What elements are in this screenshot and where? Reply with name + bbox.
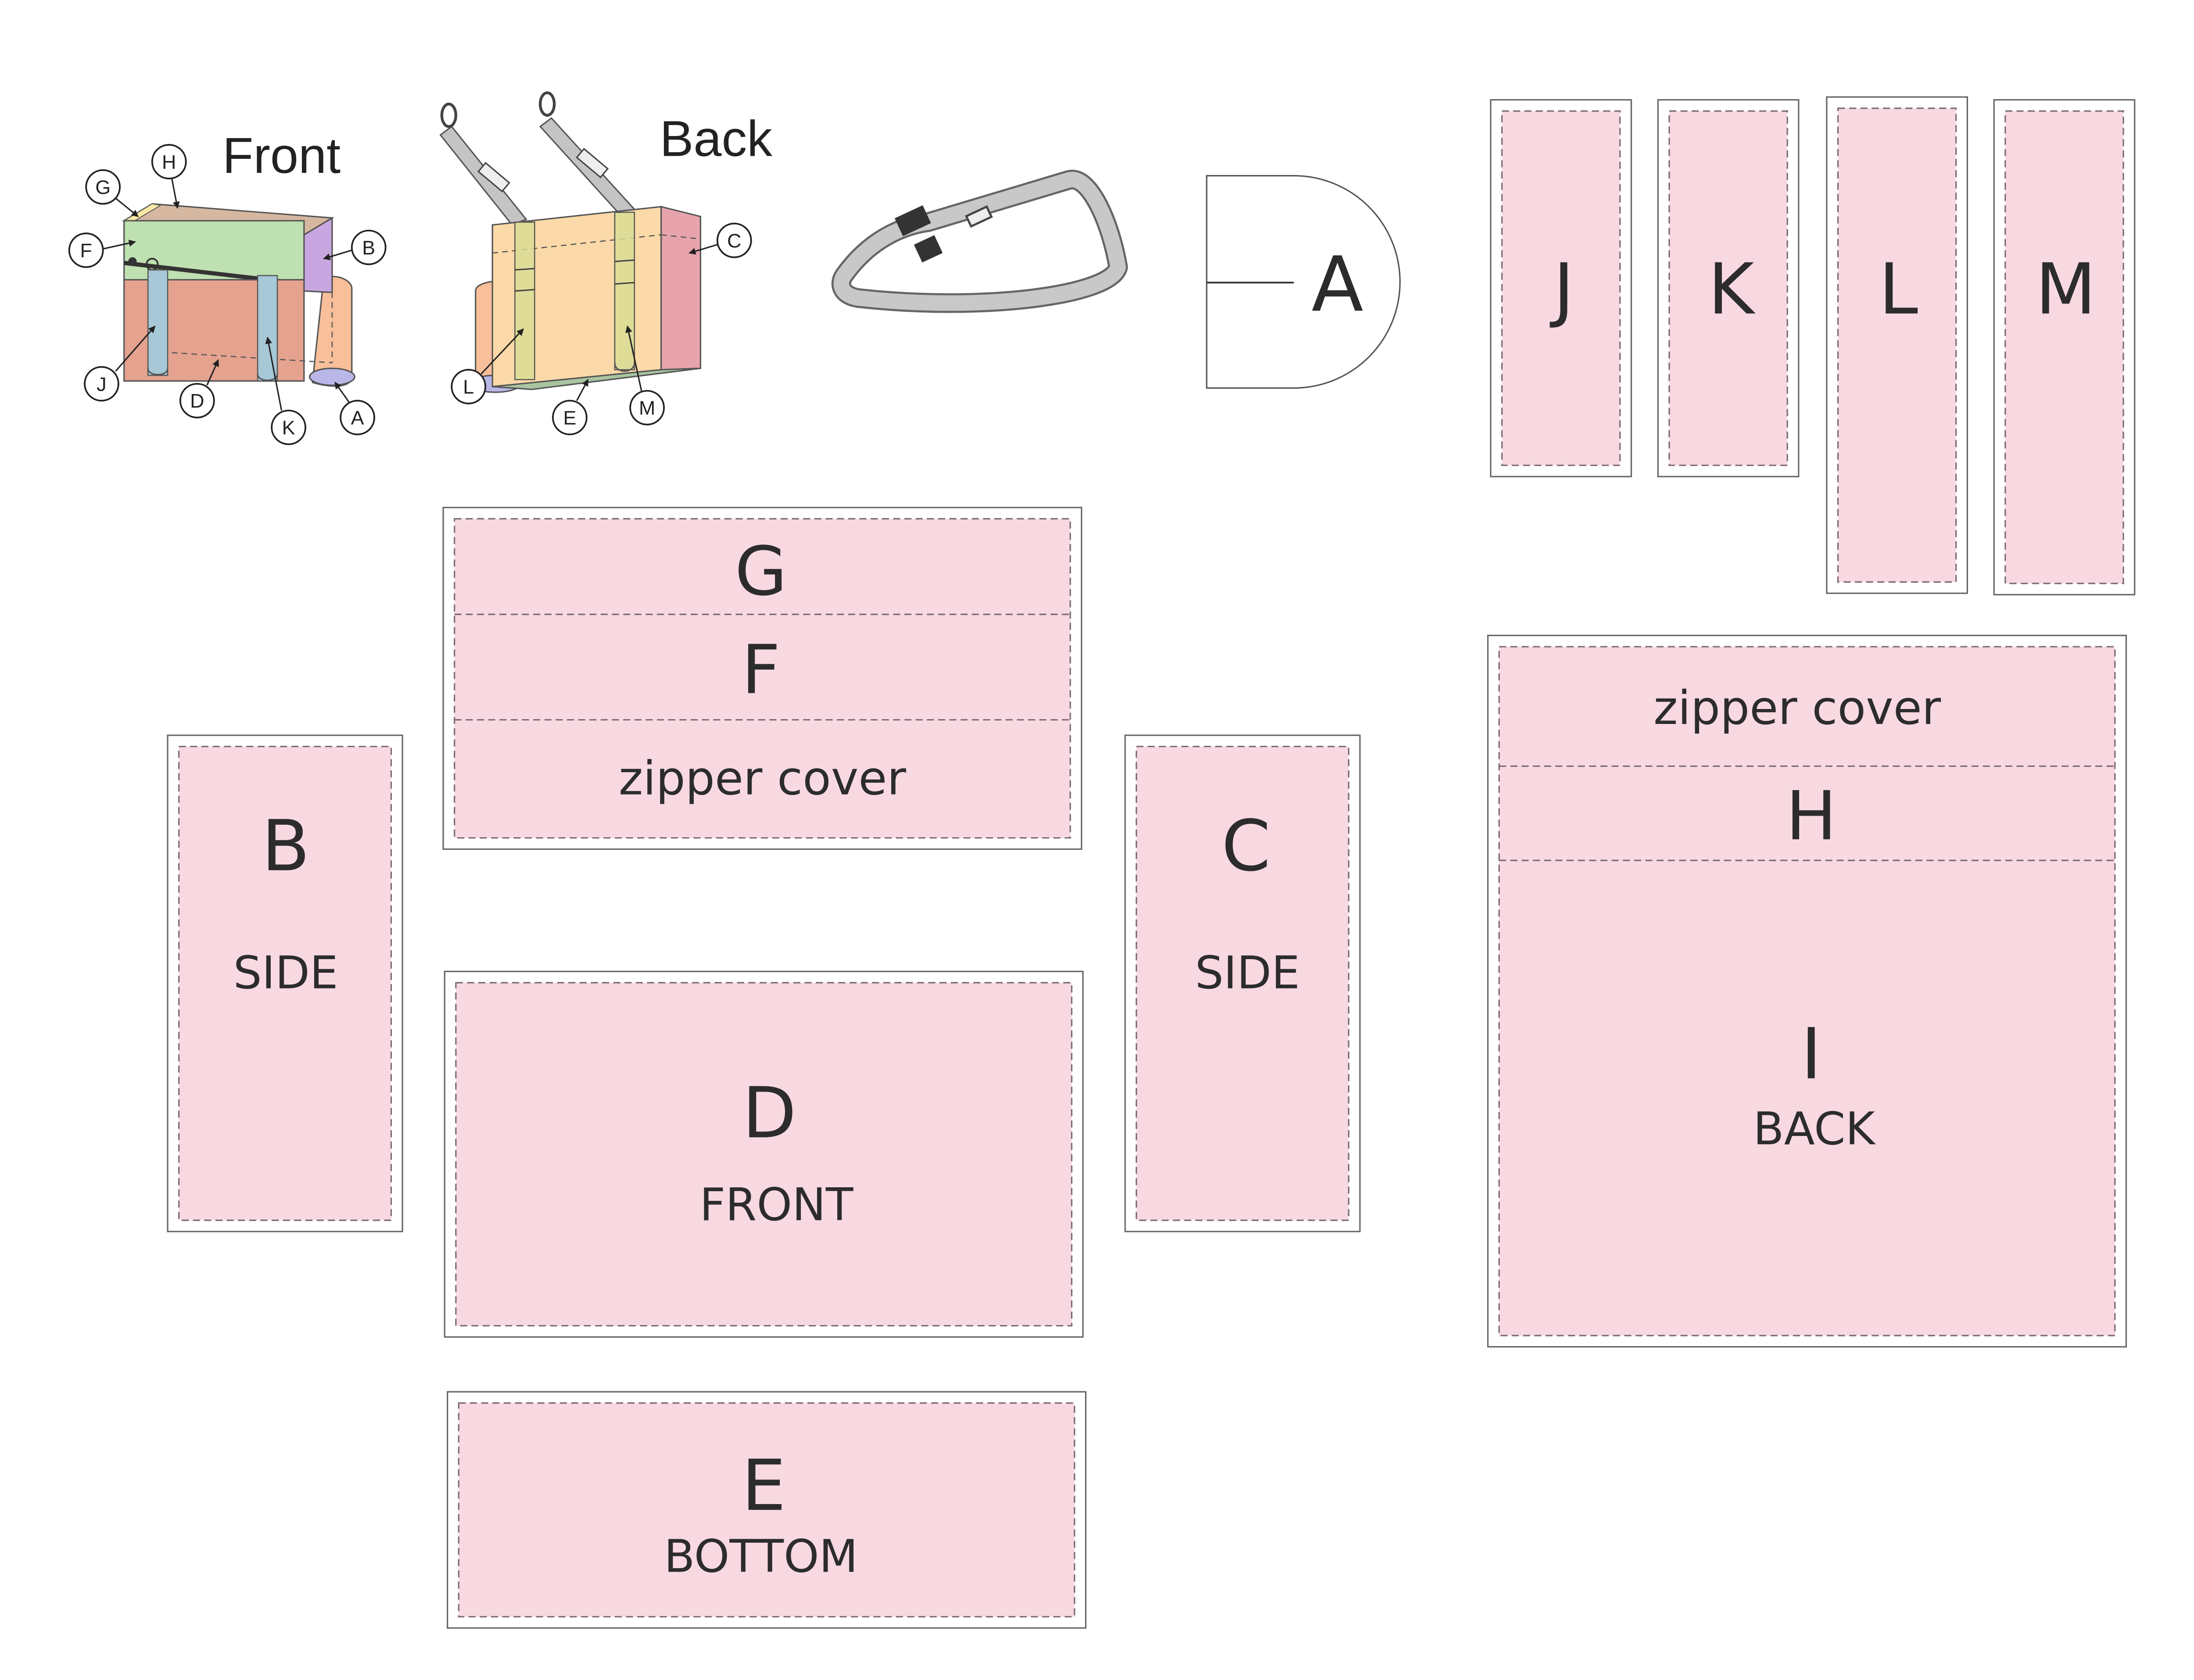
callout-a: A	[334, 382, 375, 436]
strap-j-shape	[147, 269, 168, 376]
svg-text:E: E	[563, 407, 576, 429]
piece-l-letter: L	[1879, 248, 1918, 330]
piece-i-letter: I	[1801, 1013, 1821, 1095]
side-a-base	[309, 367, 355, 386]
svg-text:J: J	[97, 373, 106, 395]
clip-icon	[440, 102, 458, 128]
svg-text:M: M	[639, 397, 655, 419]
side-c-shape	[660, 205, 702, 371]
callout-b: B	[323, 229, 387, 265]
buckle-icon	[894, 205, 931, 236]
piece-a-letter: A	[1312, 240, 1363, 329]
clip-icon	[538, 91, 556, 117]
piece-e: E BOTTOM	[447, 1391, 1086, 1629]
strap-k-shape	[257, 275, 278, 382]
zipper-cover-label: zipper cover	[1653, 681, 1941, 735]
piece-g-f-zipper: G F zipper cover	[442, 507, 1083, 850]
piece-f-letter: F	[742, 631, 780, 709]
piece-e-name: BOTTOM	[664, 1530, 858, 1583]
svg-text:G: G	[95, 176, 111, 198]
front-title: Front	[222, 128, 341, 184]
front-f-shape	[123, 220, 305, 281]
svg-text:A: A	[351, 407, 364, 429]
piece-a: A	[1206, 175, 1401, 389]
piece-l: L	[1826, 96, 1968, 594]
piece-b: B SIDE	[167, 734, 403, 1232]
svg-text:F: F	[80, 239, 92, 261]
callout-d: D	[179, 359, 219, 419]
piece-c-name: SIDE	[1195, 947, 1300, 999]
callout-f: F	[68, 232, 136, 268]
piece-j-letter: J	[1549, 248, 1574, 330]
callout-e: E	[552, 379, 589, 436]
callout-h: H	[151, 144, 187, 209]
bottom-e-shape	[492, 367, 701, 390]
piece-i-name: BACK	[1753, 1103, 1876, 1155]
piece-c-letter: C	[1222, 805, 1271, 887]
callout-m: M	[625, 325, 665, 426]
piece-d-letter: D	[742, 1072, 796, 1154]
adjustable-strap-illustration	[831, 169, 1128, 313]
piece-b-letter: B	[262, 805, 310, 887]
piece-b-name: SIDE	[233, 947, 338, 999]
piece-m: M	[1993, 99, 2136, 595]
piece-c: C SIDE	[1124, 734, 1361, 1232]
svg-text:C: C	[727, 229, 741, 252]
slider-icon	[965, 205, 993, 228]
zipper-cover-label: zipper cover	[619, 751, 907, 805]
piece-g-letter: G	[735, 532, 787, 611]
strap-l-shape	[514, 221, 535, 380]
back-title: Back	[660, 111, 772, 167]
svg-text:D: D	[190, 390, 204, 412]
callout-j: J	[84, 326, 156, 402]
piece-h-i-zipper: zipper cover H I BACK	[1487, 634, 2127, 1348]
buckle-icon	[914, 235, 943, 263]
back-illustration: Back C L	[439, 91, 772, 436]
piece-k-letter: K	[1708, 248, 1756, 330]
piece-k: K	[1657, 99, 1800, 477]
svg-text:B: B	[362, 236, 375, 259]
callout-g: G	[85, 169, 139, 217]
piece-m-letter: M	[2036, 248, 2096, 330]
piece-d-name: FRONT	[699, 1179, 853, 1231]
callout-l: L	[451, 328, 524, 405]
piece-e-letter: E	[742, 1444, 786, 1526]
front-illustration: Front G H	[68, 128, 387, 445]
svg-text:K: K	[282, 416, 295, 439]
svg-text:L: L	[463, 376, 474, 398]
piece-j: J	[1490, 99, 1632, 477]
svg-text:H: H	[162, 151, 176, 173]
callout-c: C	[688, 222, 752, 258]
piece-d: D FRONT	[444, 971, 1084, 1338]
callout-k: K	[265, 337, 306, 445]
piece-h-letter: H	[1786, 777, 1837, 856]
